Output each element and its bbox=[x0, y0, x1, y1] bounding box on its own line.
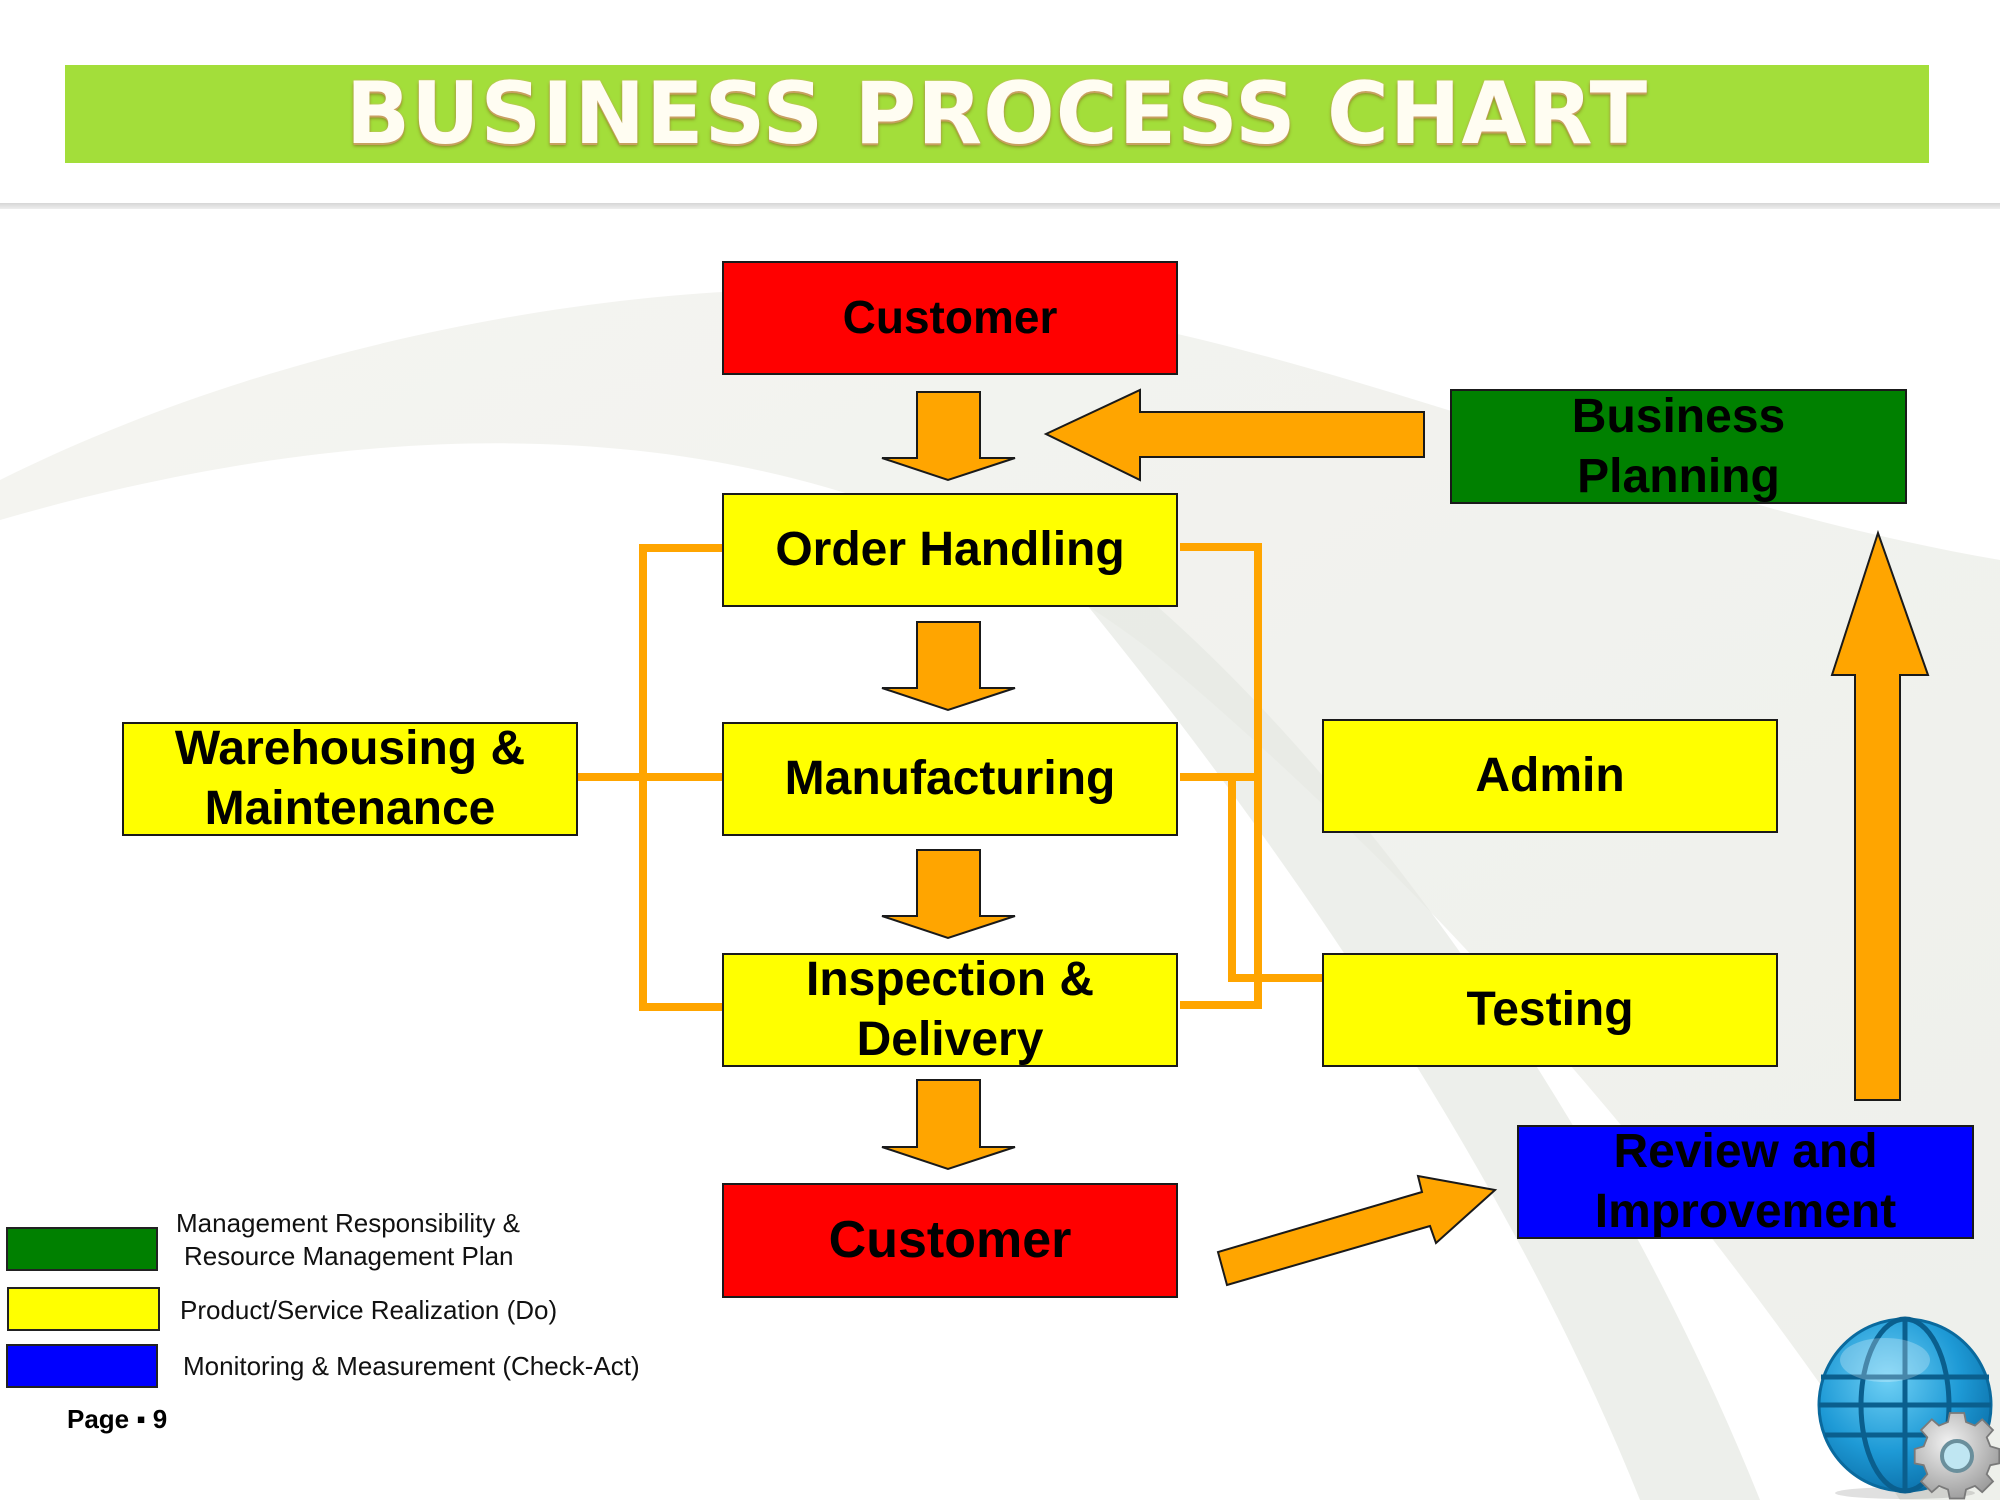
node-warehousing-maintenance: Warehousing & Maintenance bbox=[122, 722, 578, 836]
connector-testing bbox=[1228, 777, 1322, 982]
node-label: Order Handling bbox=[775, 523, 1125, 577]
node-label-line1: Review and bbox=[1613, 1125, 1878, 1178]
node-label: Manufacturing bbox=[784, 752, 1116, 806]
legend-label-realization: Product/Service Realization (Do) bbox=[180, 1295, 558, 1325]
arrow-customer-to-review bbox=[1216, 1174, 1498, 1287]
node-label: Customer bbox=[828, 1211, 1072, 1270]
legend-swatch-realization bbox=[7, 1287, 160, 1331]
node-manufacturing: Manufacturing bbox=[722, 722, 1178, 836]
arrow-review-to-planning bbox=[1830, 529, 1930, 1101]
node-label-line2: Planning bbox=[1577, 449, 1780, 503]
node-label-line1: Warehousing & bbox=[174, 722, 526, 775]
node-review-improvement: Review and Improvement bbox=[1517, 1125, 1974, 1239]
globe-gear-icon bbox=[1817, 1316, 2000, 1500]
legend-swatch-management bbox=[6, 1227, 158, 1271]
node-business-planning: Business Planning bbox=[1450, 389, 1907, 504]
arrow-order-to-manufacturing bbox=[881, 621, 1016, 712]
legend-label-monitoring: Monitoring & Measurement (Check-Act) bbox=[183, 1351, 640, 1381]
page-title: BUSINESS PROCESS CHART bbox=[345, 64, 1649, 164]
arrow-inspection-to-customer bbox=[881, 1079, 1016, 1171]
node-label-line2: Improvement bbox=[1594, 1185, 1897, 1238]
node-customer-top: Customer bbox=[722, 261, 1178, 375]
node-label-line1: Inspection & bbox=[805, 953, 1095, 1006]
node-order-handling: Order Handling bbox=[722, 493, 1178, 607]
page-number: Page ▪ 9 bbox=[67, 1404, 168, 1434]
node-testing: Testing bbox=[1322, 953, 1778, 1067]
node-label-line1: Business bbox=[1571, 389, 1786, 443]
node-customer-bottom: Customer bbox=[722, 1183, 1178, 1298]
legend-swatch-monitoring bbox=[6, 1344, 158, 1388]
node-inspection-delivery: Inspection & Delivery bbox=[722, 953, 1178, 1067]
arrow-customer-to-order bbox=[881, 391, 1016, 482]
arrow-manufacturing-to-inspection bbox=[881, 849, 1016, 940]
header-divider bbox=[0, 203, 2000, 209]
node-label-line2: Maintenance bbox=[204, 782, 496, 835]
arrow-planning-to-order bbox=[1043, 388, 1425, 482]
node-label: Admin bbox=[1475, 749, 1625, 803]
title-banner: BUSINESS PROCESS CHART bbox=[65, 64, 1929, 164]
node-admin: Admin bbox=[1322, 719, 1778, 833]
legend-label-management: Management Responsibility & Resource Man… bbox=[176, 1208, 520, 1271]
node-label-line2: Delivery bbox=[856, 1013, 1044, 1066]
node-label: Testing bbox=[1466, 983, 1634, 1037]
node-label: Customer bbox=[842, 291, 1058, 344]
